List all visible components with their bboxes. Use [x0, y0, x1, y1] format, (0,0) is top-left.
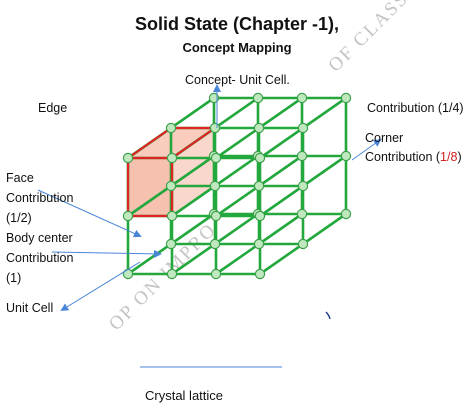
- lattice-point: [166, 152, 178, 164]
- lattice-point: [209, 180, 221, 192]
- lattice-point: [253, 238, 265, 250]
- corner-label: Corner: [365, 131, 404, 145]
- lattice-edge: [127, 242, 172, 276]
- lattice-edge: [170, 212, 215, 246]
- corner-contribution-suffix: ): [457, 150, 462, 164]
- stray-mark: [325, 311, 331, 320]
- unit-cell-arrow: [60, 261, 141, 312]
- lattice-point: [254, 210, 266, 222]
- lattice-edge: [171, 184, 216, 218]
- lattice-point: [166, 268, 178, 280]
- lattice-edge: [302, 96, 347, 130]
- lattice-point: [122, 152, 134, 164]
- lattice-nodes: [122, 92, 352, 280]
- unit-cell-front-face: [128, 158, 172, 216]
- lattice-point: [210, 152, 222, 164]
- lattice-point: [253, 180, 265, 192]
- lattice-point: [209, 238, 221, 250]
- edge-label: Edge: [38, 101, 68, 115]
- lattice-point: [296, 208, 308, 220]
- lattice-edge: [215, 184, 260, 218]
- corner-contribution-value: 1/8: [440, 150, 458, 164]
- lattice-edge: [127, 184, 172, 218]
- lattice-edge: [259, 184, 304, 218]
- face-arrow: [37, 189, 142, 238]
- lattice-point: [254, 152, 266, 164]
- corner-arrow: [351, 138, 382, 161]
- lattice-point: [208, 92, 220, 104]
- lattice-point: [252, 92, 264, 104]
- lattice-edge: [170, 96, 215, 130]
- lattice-edge: [258, 154, 303, 188]
- page-title: Solid State (Chapter -1),: [134, 14, 340, 34]
- lattice-point: [165, 180, 177, 192]
- unit-cell-edge: [127, 127, 172, 159]
- lattice-point: [122, 210, 134, 222]
- lattice-point: [340, 208, 352, 220]
- lattice-edge: [258, 96, 303, 130]
- lattice-edge: [258, 212, 303, 246]
- crystal-lattice-label: Crystal lattice: [145, 388, 224, 403]
- lattice-point: [253, 122, 265, 134]
- lattice-edge: [259, 126, 304, 160]
- corner-contribution-label: Contribution (1/8): [365, 147, 462, 167]
- unit-cell-side-face: [172, 128, 215, 216]
- lattice-point: [296, 92, 308, 104]
- face-contribution-label: Contribution: [6, 191, 74, 205]
- lattice-lines: [126, 96, 348, 276]
- lattice-point: [254, 268, 266, 280]
- lattice-point: [297, 238, 309, 250]
- unit-cell-edges: [126, 126, 216, 218]
- page-subtitle: Concept Mapping: [182, 40, 292, 55]
- lattice-point: [165, 238, 177, 250]
- lattice-edge: [215, 126, 260, 160]
- body-center-contribution-value: (1): [6, 271, 22, 285]
- body-center-label: Body center: [6, 231, 73, 245]
- label-arrows: [37, 84, 382, 368]
- lattice-edge: [171, 242, 216, 276]
- lattice-point: [210, 268, 222, 280]
- lattice-point: [210, 210, 222, 222]
- lattice-point: [166, 210, 178, 222]
- face-contribution-value: (1/2): [6, 211, 32, 225]
- lattice-point: [297, 180, 309, 192]
- lattice-point: [340, 92, 352, 104]
- lattice-edge: [302, 212, 347, 246]
- face-label: Face: [6, 171, 34, 185]
- lattice-edge: [302, 154, 347, 188]
- lattice-edge: [214, 212, 259, 246]
- edge-contribution-label: Contribution (1/4): [367, 101, 464, 115]
- corner-contribution-prefix: Contribution (: [365, 150, 441, 164]
- unit-cell-edge: [171, 127, 216, 159]
- lattice-point: [296, 150, 308, 162]
- lattice-point: [297, 122, 309, 134]
- body-center-arrow: [51, 249, 162, 258]
- body-center-contribution-label: Contribution: [6, 251, 74, 265]
- lattice-edge: [259, 242, 304, 276]
- lattice-edge: [214, 96, 259, 130]
- lattice-edge: [214, 154, 259, 188]
- lattice-point: [165, 122, 177, 134]
- concept-unit-cell-label: Concept- Unit Cell.: [185, 73, 290, 87]
- lattice-point: [340, 150, 352, 162]
- lattice-point: [209, 122, 221, 134]
- lattice-edge: [215, 242, 260, 276]
- lattice-edge: [170, 154, 215, 188]
- unit-cell-label: Unit Cell: [6, 301, 54, 315]
